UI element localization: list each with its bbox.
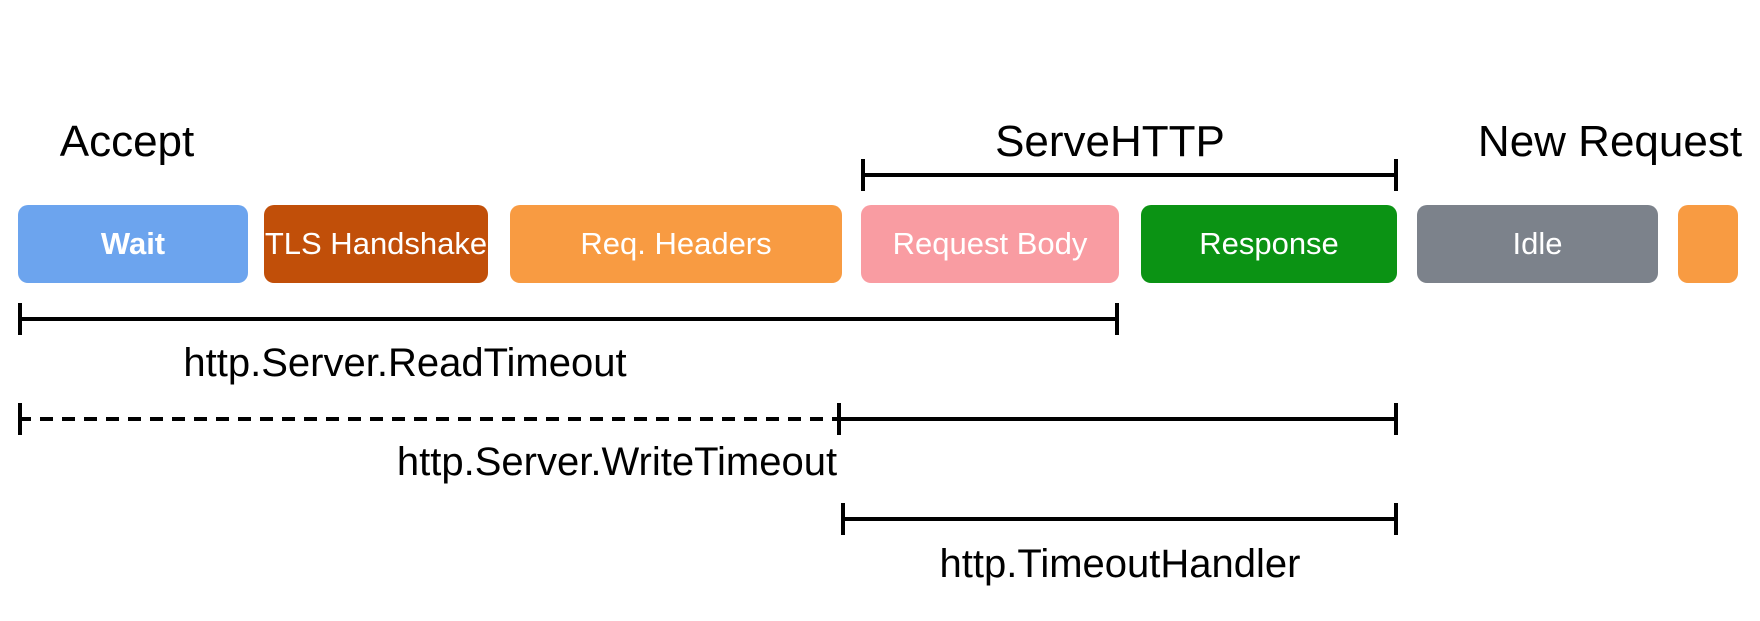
servehttp-bracket-right-tick — [1394, 159, 1398, 191]
timeout-handler-right-tick — [1394, 503, 1398, 535]
read-timeout-line — [18, 317, 1119, 321]
servehttp-span-bracket — [861, 159, 1398, 191]
segment-new-request-stub — [1678, 205, 1738, 283]
segment-response: Response — [1141, 205, 1397, 283]
timeout-handler-label: http.TimeoutHandler — [939, 542, 1301, 586]
write-timeout-bracket — [18, 403, 1398, 435]
write-timeout-dashed-line — [18, 417, 839, 421]
read-timeout-left-tick — [18, 303, 22, 335]
segment-request-headers-label: Req. Headers — [580, 226, 772, 261]
new-request-phase-label: New Request — [1477, 117, 1743, 166]
segment-idle: Idle — [1417, 205, 1658, 283]
write-timeout-solid-line — [839, 417, 1398, 421]
servehttp-bracket-line — [861, 173, 1398, 177]
segment-request-body-label: Request Body — [892, 226, 1088, 261]
timeout-handler-bracket — [841, 503, 1398, 535]
write-timeout-mid-tick — [837, 403, 841, 435]
segment-request-body: Request Body — [861, 205, 1119, 283]
write-timeout-right-tick — [1394, 403, 1398, 435]
segment-request-headers: Req. Headers — [510, 205, 842, 283]
read-timeout-label: http.Server.ReadTimeout — [183, 341, 627, 385]
write-timeout-label: http.Server.WriteTimeout — [396, 440, 838, 484]
segment-idle-label: Idle — [1512, 226, 1563, 261]
segment-response-label: Response — [1199, 226, 1339, 261]
segment-wait-label: Wait — [100, 226, 166, 261]
timeout-handler-line — [841, 517, 1398, 521]
servehttp-phase-label: ServeHTTP — [995, 117, 1225, 166]
read-timeout-bracket — [18, 303, 1119, 335]
write-timeout-left-tick — [18, 403, 22, 435]
segment-tls-handshake-label: TLS Handshake — [264, 226, 488, 261]
segment-tls-handshake: TLS Handshake — [264, 205, 488, 283]
accept-phase-label: Accept — [59, 117, 195, 166]
servehttp-bracket-left-tick — [861, 159, 865, 191]
segment-wait: Wait — [18, 205, 248, 283]
read-timeout-right-tick — [1115, 303, 1119, 335]
timeout-handler-left-tick — [841, 503, 845, 535]
